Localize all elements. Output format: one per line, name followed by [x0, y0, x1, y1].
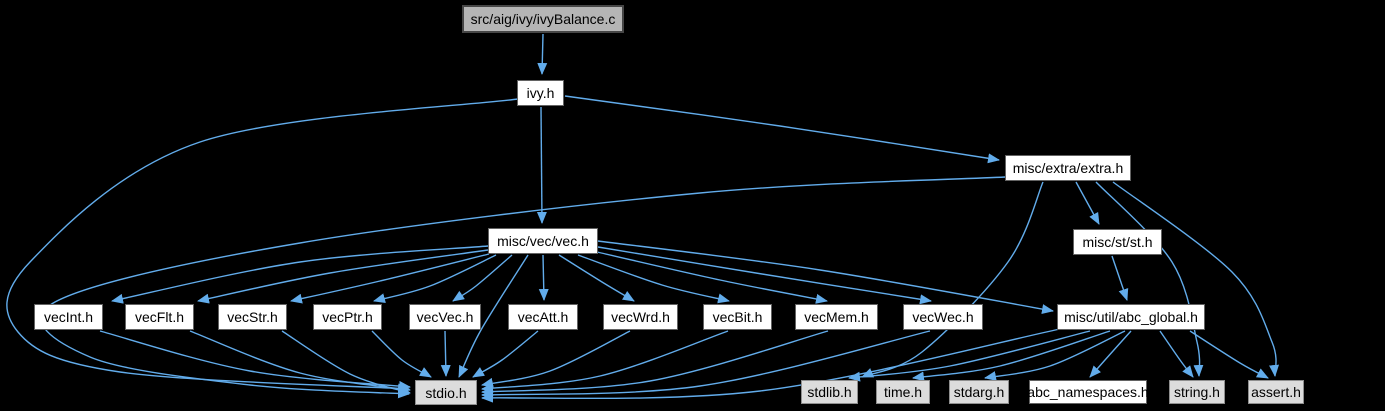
node-extra_h[interactable]: misc/extra/extra.h [1005, 155, 1131, 181]
edge-abc_global_h-to-stdlib_h [848, 330, 1091, 382]
edge-vec_h-to-vecmem_h [596, 251, 828, 304]
edge-vec_h-to-vecwec_h [597, 246, 932, 305]
edge-vec_h-to-vecbit_h [577, 254, 730, 304]
edge-ivybalance_c-to-ivy_h [537, 33, 548, 75]
node-vecwrd_h[interactable]: vecWrd.h [603, 304, 678, 330]
edge-abc_global_h-to-stdarg_h [984, 330, 1126, 381]
edge-vecstr_h-to-stdio_h [281, 330, 411, 395]
node-st_h[interactable]: misc/st/st.h [1073, 229, 1162, 255]
node-vec_h[interactable]: misc/vec/vec.h [488, 228, 598, 254]
node-stdlib_h[interactable]: stdlib.h [801, 380, 858, 404]
edge-vec_h-to-vecstr_h [290, 253, 490, 304]
edge-vec_h-to-vecvec_h [452, 254, 513, 302]
node-label: vecVec.h [416, 309, 474, 325]
node-label: stdarg.h [953, 384, 1005, 400]
node-label: vecInt.h [43, 309, 94, 325]
edge-ivy_h-to-vec_h [536, 106, 547, 224]
edge-vecwec_h-to-stdio_h [481, 330, 931, 400]
node-stdio_h[interactable]: stdio.h [415, 380, 477, 405]
node-label: misc/vec/vec.h [497, 233, 589, 249]
edge-abc_global_h-to-stdio_h [481, 328, 1061, 403]
node-label: time.h [883, 384, 923, 400]
edge-vec_h-to-stdio_h [458, 254, 529, 378]
node-vecvec_h[interactable]: vecVec.h [409, 304, 481, 330]
node-vecptr_h[interactable]: vecPtr.h [313, 304, 382, 330]
node-label: src/aig/ivy/ivyBalance.c [470, 11, 616, 27]
node-label: vecMem.h [804, 309, 869, 325]
edge-abc_global_h-to-assert_h [1189, 330, 1269, 379]
edge-vecvec_h-to-stdio_h [440, 330, 451, 377]
edge-abc_global_h-to-string_h [1159, 330, 1194, 378]
edge-st_h-to-abc_global_h [1111, 255, 1129, 301]
node-label: abc_namespaces.h [1027, 384, 1149, 400]
edge-ivy_h-to-stdio_h [6, 98, 519, 394]
node-vecmem_h[interactable]: vecMem.h [795, 304, 878, 330]
node-label: vecFlt.h [134, 309, 184, 325]
node-stdarg_h[interactable]: stdarg.h [949, 380, 1009, 404]
node-label: vecStr.h [227, 309, 278, 325]
edge-vec_h-to-vecwrd_h [558, 254, 635, 302]
node-label: ivy.h [526, 85, 555, 101]
edge-vec_h-to-vecatt_h [538, 254, 549, 301]
node-label: vecPtr.h [322, 309, 373, 325]
node-label: assert.h [1251, 384, 1301, 400]
node-label: vecAtt.h [517, 309, 569, 325]
node-ivybalance_c[interactable]: src/aig/ivy/ivyBalance.c [462, 5, 624, 33]
node-abc_global_h[interactable]: misc/util/abc_global.h [1057, 304, 1205, 330]
node-label: vecWrd.h [611, 309, 670, 325]
node-label: vecBit.h [712, 309, 763, 325]
node-label: misc/util/abc_global.h [1064, 309, 1198, 325]
node-vecint_h[interactable]: vecInt.h [34, 304, 103, 330]
edge-vecatt_h-to-stdio_h [472, 330, 539, 378]
edge-vecmem_h-to-stdio_h [481, 330, 829, 397]
node-string_h[interactable]: string.h [1169, 380, 1225, 404]
node-vecwec_h[interactable]: vecWec.h [903, 304, 983, 330]
edge-abc_global_h-to-abc_namespaces_h [1089, 330, 1132, 378]
node-ivy_h[interactable]: ivy.h [517, 80, 564, 106]
edge-vec_h-to-vecint_h [111, 245, 489, 304]
edge-vecbit_h-to-stdio_h [481, 330, 729, 393]
node-label: stdio.h [425, 384, 467, 401]
edge-vecint_h-to-stdio_h [99, 330, 411, 391]
edge-vec_h-to-vecflt_h [197, 249, 489, 304]
node-vecbit_h[interactable]: vecBit.h [703, 304, 772, 330]
node-vecflt_h[interactable]: vecFlt.h [125, 304, 194, 330]
edge-vec_h-to-vecptr_h [373, 254, 497, 303]
edge-extra_h-to-assert_h [1112, 181, 1280, 377]
edge-extra_h-to-st_h [1075, 181, 1100, 225]
node-label: vecWec.h [912, 309, 974, 325]
node-label: stdlib.h [807, 384, 852, 400]
edge-abc_global_h-to-time_h [912, 330, 1111, 382]
node-label: misc/st/st.h [1082, 234, 1153, 250]
node-abc_namespaces_h[interactable]: abc_namespaces.h [1027, 380, 1149, 404]
edge-ivy_h-to-extra_h [564, 95, 1000, 164]
node-label: misc/extra/extra.h [1012, 160, 1124, 176]
edge-extra_h-to-string_h [1095, 181, 1204, 377]
edge-vec_h-to-abc_global_h [597, 240, 1054, 315]
node-assert_h[interactable]: assert.h [1248, 380, 1304, 404]
node-vecatt_h[interactable]: vecAtt.h [508, 304, 578, 330]
node-time_h[interactable]: time.h [876, 380, 930, 404]
node-label: string.h [1174, 384, 1220, 400]
edge-vecptr_h-to-stdio_h [371, 330, 432, 378]
edge-vecwrd_h-to-stdio_h [481, 330, 631, 388]
node-vecstr_h[interactable]: vecStr.h [218, 304, 287, 330]
edge-extra_h-to-stdlib_h [861, 181, 1044, 378]
edge-extra_h-to-stdio_h [40, 176, 1006, 399]
